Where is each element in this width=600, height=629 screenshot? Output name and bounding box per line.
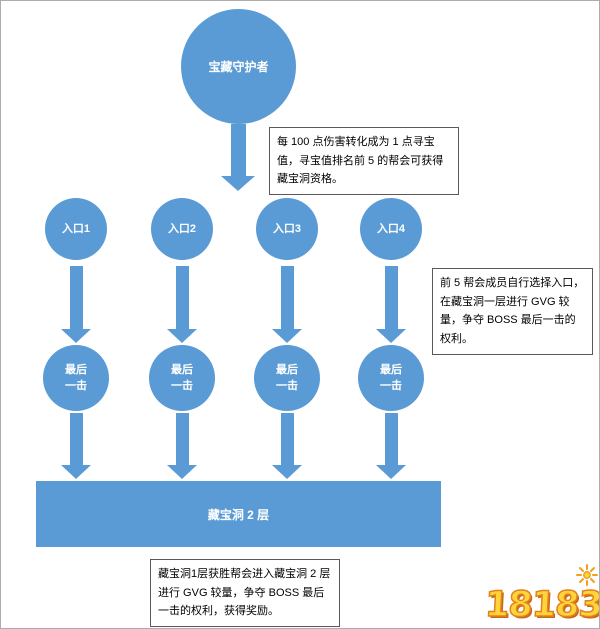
cave-level2-label: 藏宝洞 2 层 [207, 507, 270, 522]
entrance-1-label: 入口1 [61, 222, 91, 235]
arrow-head [272, 329, 302, 343]
entrance-2-label: 入口2 [167, 222, 197, 235]
lasthit-1-label: 最后 一击 [65, 363, 87, 393]
node-cave-level2: 藏宝洞 2 层 [36, 481, 441, 547]
entrance-4-label: 入口4 [376, 222, 406, 235]
arrow-down-icon [167, 413, 197, 479]
node-entrance-4: 入口4 [360, 198, 422, 260]
arrow-down-icon [272, 266, 302, 343]
arrow-down-icon [376, 266, 406, 343]
arrow-down-icon [272, 413, 302, 479]
arrow-down-icon [167, 266, 197, 343]
arrow-down-icon [376, 413, 406, 479]
arrow-head [272, 465, 302, 479]
logo-text: 18183 [483, 584, 600, 626]
logo-18183: 18183 [483, 563, 600, 626]
lasthit-3-label: 最后 一击 [276, 363, 298, 393]
note-qualification: 每 100 点伤害转化成为 1 点寻宝值，寻宝值排名前 5 的帮会可获得藏宝洞资… [269, 127, 459, 196]
arrow-down-icon [61, 413, 91, 479]
arrow-stem [175, 413, 189, 465]
arrow-head [61, 329, 91, 343]
note-entrance-rule-text: 前 5 帮会成员自行选择入口，在藏宝洞一层进行 GVG 较量，争夺 BOSS 最… [440, 277, 585, 346]
arrow-down-icon [61, 266, 91, 343]
note-qualification-text: 每 100 点伤害转化成为 1 点寻宝值，寻宝值排名前 5 的帮会可获得藏宝洞资… [277, 136, 444, 186]
node-lasthit-3: 最后 一击 [254, 345, 320, 411]
node-lasthit-1: 最后 一击 [43, 345, 109, 411]
note-level2-rule-text: 藏宝洞1层获胜帮会进入藏宝洞 2 层进行 GVG 较量，争夺 BOSS 最后一击… [158, 568, 331, 618]
treasure-guardian-label: 宝藏守护者 [208, 59, 269, 74]
arrow-stem [69, 413, 83, 465]
starburst-icon [575, 563, 599, 587]
node-entrance-2: 入口2 [151, 198, 213, 260]
lasthit-2-label: 最后 一击 [171, 363, 193, 393]
note-entrance-rule: 前 5 帮会成员自行选择入口，在藏宝洞一层进行 GVG 较量，争夺 BOSS 最… [432, 268, 593, 355]
note-level2-rule: 藏宝洞1层获胜帮会进入藏宝洞 2 层进行 GVG 较量，争夺 BOSS 最后一击… [150, 559, 340, 628]
node-lasthit-4: 最后 一击 [358, 345, 424, 411]
arrow-head [61, 465, 91, 479]
node-entrance-1: 入口1 [45, 198, 107, 260]
arrow-stem [69, 266, 83, 329]
node-entrance-3: 入口3 [256, 198, 318, 260]
arrow-head [221, 176, 255, 191]
arrow-stem [230, 124, 246, 176]
node-treasure-guardian: 宝藏守护者 [181, 9, 296, 124]
node-lasthit-2: 最后 一击 [149, 345, 215, 411]
arrow-head [167, 329, 197, 343]
lasthit-4-label: 最后 一击 [380, 363, 402, 393]
arrow-head [376, 465, 406, 479]
arrow-stem [280, 266, 294, 329]
arrow-stem [384, 413, 398, 465]
arrow-head [167, 465, 197, 479]
arrow-stem [175, 266, 189, 329]
arrow-stem [384, 266, 398, 329]
arrow-stem [280, 413, 294, 465]
arrow-down-main-icon [221, 124, 255, 191]
arrow-head [376, 329, 406, 343]
entrance-3-label: 入口3 [272, 222, 302, 235]
